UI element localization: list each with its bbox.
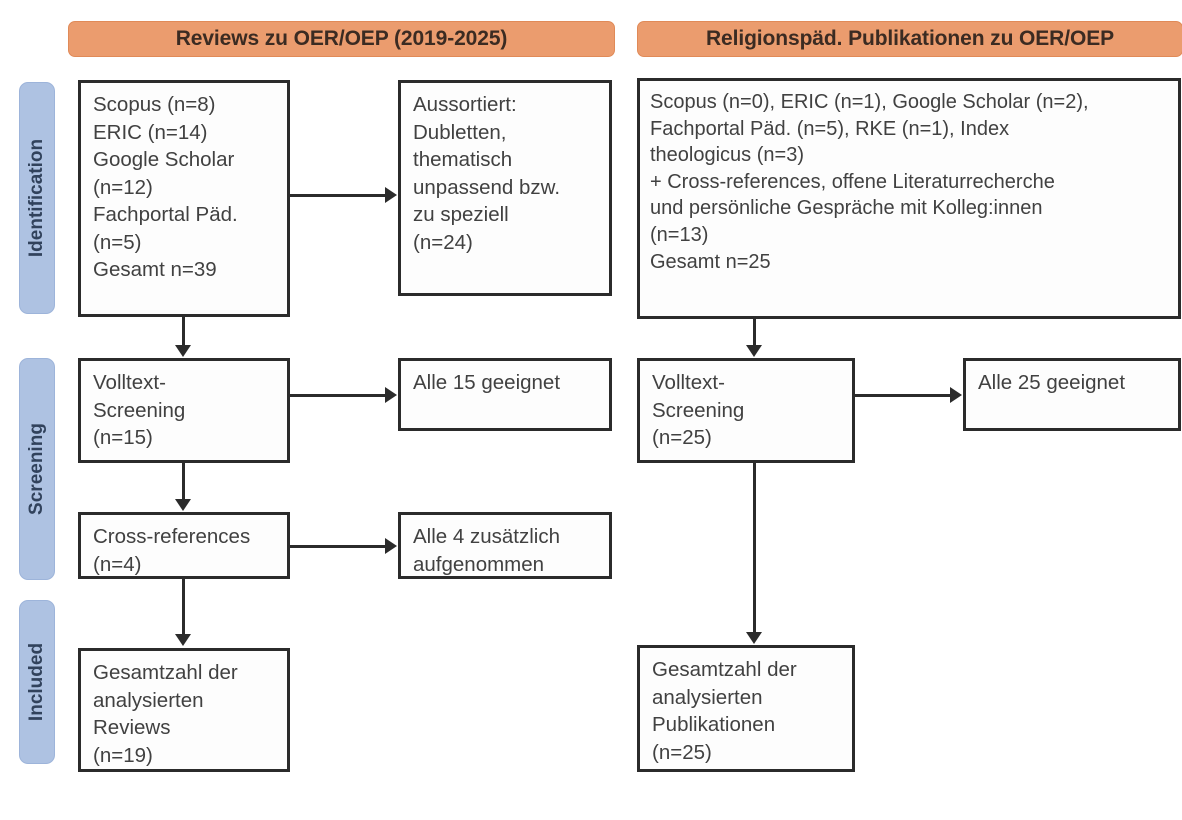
connector-screening-to-crossrefs xyxy=(182,463,185,500)
box-cross-references-reviews: Cross-references (n=4) xyxy=(78,512,290,579)
box-eligible-publications: Alle 25 geeignet xyxy=(963,358,1181,431)
arrowhead-right-eligible-right xyxy=(950,387,962,403)
box-sources-reviews: Scopus (n=8) ERIC (n=14) Google Scholar … xyxy=(78,80,290,317)
connector-crossrefs-to-total-left xyxy=(182,579,185,635)
arrowhead-down-total-left xyxy=(175,634,191,646)
box-fulltext-screening-reviews: Volltext- Screening (n=15) xyxy=(78,358,290,463)
stage-label-screening: Screening xyxy=(26,423,47,515)
column-header-publications: Religionspäd. Publikationen zu OER/OEP xyxy=(637,21,1182,57)
box-total-reviews: Gesamtzahl der analysierten Reviews (n=1… xyxy=(78,648,290,772)
box-sources-publications: Scopus (n=0), ERIC (n=1), Google Scholar… xyxy=(637,78,1181,319)
arrowhead-down-total-right xyxy=(746,632,762,644)
stage-rail-identification: Identification xyxy=(19,82,55,314)
arrowhead-down-crossrefs xyxy=(175,499,191,511)
box-total-publications: Gesamtzahl der analysierten Publikatione… xyxy=(637,645,855,772)
arrowhead-right-excluded xyxy=(385,187,397,203)
arrowhead-right-eligible-left xyxy=(385,387,397,403)
box-excluded-reviews: Aussortiert: Dubletten, thematisch unpas… xyxy=(398,80,612,296)
connector-sources-to-excluded xyxy=(290,194,386,197)
column-header-reviews: Reviews zu OER/OEP (2019-2025) xyxy=(68,21,615,57)
connector-sources-to-screening-right xyxy=(753,319,756,346)
stage-rail-included: Included xyxy=(19,600,55,764)
box-cross-references-outcome: Alle 4 zusätzlich aufgenommen xyxy=(398,512,612,579)
stage-label-identification: Identification xyxy=(26,138,47,258)
arrowhead-down-screening-left xyxy=(175,345,191,357)
connector-screening-to-eligible-right xyxy=(855,394,951,397)
connector-crossrefs-to-outcome xyxy=(290,545,386,548)
stage-label-included: Included xyxy=(26,642,47,722)
stage-rail-screening: Screening xyxy=(19,358,55,580)
box-eligible-reviews: Alle 15 geeignet xyxy=(398,358,612,431)
connector-screening-to-total-right xyxy=(753,463,756,633)
box-fulltext-screening-publications: Volltext- Screening (n=25) xyxy=(637,358,855,463)
connector-sources-to-screening xyxy=(182,317,185,346)
connector-screening-to-eligible-left xyxy=(290,394,386,397)
arrowhead-down-screening-right xyxy=(746,345,762,357)
arrowhead-right-crossrefs-outcome xyxy=(385,538,397,554)
